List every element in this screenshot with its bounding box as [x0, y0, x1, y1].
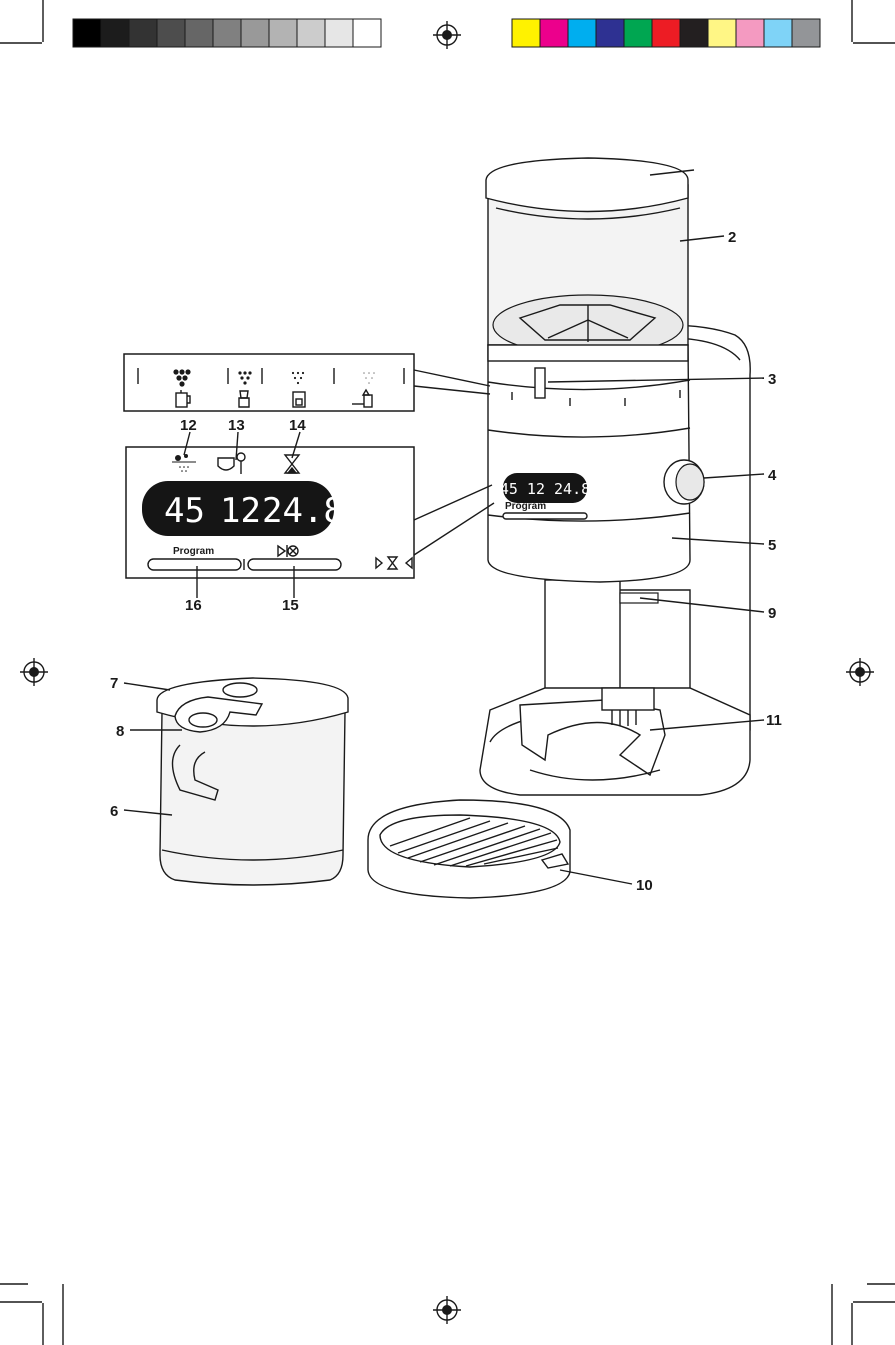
color-swatch [325, 19, 353, 47]
registration-mark [20, 658, 48, 686]
color-swatch [736, 19, 764, 47]
color-swatch [568, 19, 596, 47]
callout-14: 14 [289, 417, 306, 434]
callout-5: 5 [768, 537, 776, 554]
registration-mark [433, 21, 461, 49]
grayscale-color-bar [73, 19, 381, 47]
color-swatch [764, 19, 792, 47]
callout-3: 3 [768, 371, 776, 388]
color-swatch [157, 19, 185, 47]
color-swatch [652, 19, 680, 47]
canister-body [160, 712, 345, 885]
callout-2: 2 [728, 229, 736, 246]
color-swatch [73, 19, 101, 47]
mini-display-text: 45 12 24.8 [500, 480, 590, 498]
drip-tray [368, 800, 570, 898]
color-swatch [185, 19, 213, 47]
grinder-column [545, 580, 620, 690]
color-swatch [512, 19, 540, 47]
color-swatch [708, 19, 736, 47]
cups-value: 12 [220, 491, 261, 531]
color-swatch [680, 19, 708, 47]
callout-11: 11 [766, 712, 782, 729]
color-swatch [101, 19, 129, 47]
color-swatch [540, 19, 568, 47]
callout-4: 4 [768, 467, 777, 484]
color-swatch [353, 19, 381, 47]
process-color-bar [512, 19, 820, 47]
color-swatch [213, 19, 241, 47]
callout-16: 16 [185, 597, 202, 614]
color-swatch [596, 19, 624, 47]
chute-slot [620, 593, 658, 603]
grinder: 45 12 24.8 Program [480, 158, 750, 795]
callout-15: 15 [282, 597, 299, 614]
program-button[interactable] [148, 559, 241, 570]
hopper-lid [486, 158, 688, 212]
color-swatch [129, 19, 157, 47]
registration-mark [846, 658, 874, 686]
color-swatch [297, 19, 325, 47]
callout-8: 8 [116, 723, 124, 740]
color-swatch [241, 19, 269, 47]
color-swatch [269, 19, 297, 47]
callout-10: 10 [636, 877, 653, 894]
display-panel-zoom: 45 12 24.8 Program [126, 447, 494, 578]
callout-6: 6 [110, 803, 118, 820]
mini-program-label: Program [505, 501, 546, 512]
time-value: 24.8 [262, 491, 344, 531]
color-swatch [624, 19, 652, 47]
grounds-canister [157, 678, 348, 885]
grind-setting-value: 45 [164, 491, 205, 531]
callout-7: 7 [110, 675, 118, 692]
program-label: Program [173, 546, 214, 557]
registration-mark [433, 1296, 461, 1324]
callout-9: 9 [768, 605, 776, 622]
grind-settings-strip [124, 354, 490, 411]
callout-13: 13 [228, 417, 245, 434]
color-swatch [792, 19, 820, 47]
grind-dial[interactable] [664, 460, 704, 504]
callout-12: 12 [180, 417, 197, 434]
